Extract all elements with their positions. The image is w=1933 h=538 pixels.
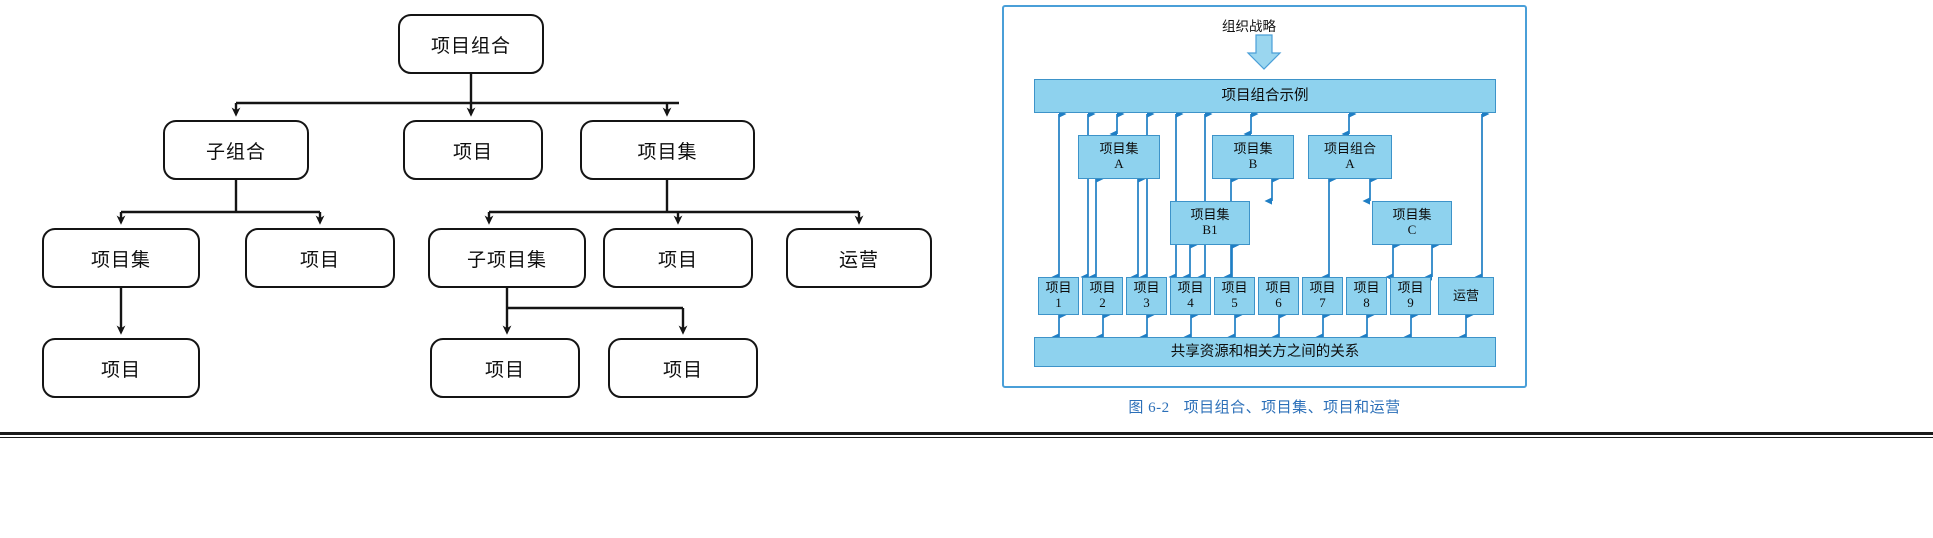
program-b-line2: B — [1248, 156, 1258, 171]
project-7-line2: 7 — [1319, 295, 1326, 310]
portfolio-a-line1: 项目组合 — [1323, 141, 1376, 157]
tree-node-label: 项目组合 — [430, 35, 511, 57]
program-a-box: 项目集 A — [1078, 135, 1160, 179]
tree-node-operations-l3: 运营 — [786, 228, 932, 288]
tree-node-label: 项目 — [662, 359, 703, 381]
project-2-line1: 项目 — [1089, 280, 1116, 296]
project-box-1: 项目 1 — [1038, 277, 1079, 315]
program-b-box: 项目集 B — [1212, 135, 1294, 179]
tree-node-subprogram-l3: 子项目集 — [428, 228, 586, 288]
project-3-line1: 项目 — [1133, 280, 1160, 296]
figure-number: 图 6-2 — [1128, 400, 1170, 416]
program-c-box: 项目集 C — [1372, 201, 1452, 245]
project-1-line2: 1 — [1055, 295, 1062, 310]
shared-resources-box: 共享资源和相关方之间的关系 — [1034, 337, 1496, 367]
project-1-line1: 项目 — [1045, 280, 1072, 296]
tree-node-program-l3: 项目集 — [42, 228, 200, 288]
tree-node-label: 项目 — [484, 359, 525, 381]
tree-node-project-l4b: 项目 — [430, 338, 580, 398]
tree-node-label: 项目 — [100, 359, 141, 381]
tree-node-label: 项目集 — [90, 249, 151, 271]
project-9-line1: 项目 — [1397, 280, 1424, 296]
tree-node-project-l4c: 项目 — [608, 338, 758, 398]
project-box-5: 项目 5 — [1214, 277, 1255, 315]
strategy-label: 组织战略 — [1222, 19, 1276, 34]
program-c-line1: 项目集 — [1392, 207, 1432, 223]
tree-node-project-l3b: 项目 — [603, 228, 753, 288]
project-8-line2: 8 — [1363, 295, 1370, 310]
project-box-7: 项目 7 — [1302, 277, 1343, 315]
project-3-line2: 3 — [1143, 295, 1150, 310]
portfolio-example-box: 项目组合示例 — [1034, 79, 1496, 113]
figure-title: 项目组合、项目集、项目和运营 — [1183, 400, 1401, 416]
program-b1-line2: B1 — [1202, 222, 1218, 237]
portfolio-a-line2: A — [1345, 156, 1355, 171]
tree-node-label: 项目 — [299, 249, 340, 271]
tree-node-label: 项目 — [452, 141, 493, 163]
project-box-8: 项目 8 — [1346, 277, 1387, 315]
project-6-line1: 项目 — [1265, 280, 1292, 296]
project-4-line1: 项目 — [1177, 280, 1204, 296]
project-box-4: 项目 4 — [1170, 277, 1211, 315]
project-4-line2: 4 — [1187, 295, 1194, 310]
tree-node-program-l2: 项目集 — [580, 120, 755, 180]
program-a-line1: 项目集 — [1099, 141, 1139, 157]
page-divider-rule-thin — [0, 437, 1933, 438]
project-7-line1: 项目 — [1309, 280, 1336, 296]
operations-label: 运营 — [1452, 287, 1479, 303]
project-6-line2: 6 — [1275, 295, 1282, 310]
strategy-arrow — [1246, 34, 1282, 70]
project-5-line2: 5 — [1231, 295, 1238, 310]
tree-node-label: 项目集 — [637, 141, 698, 163]
program-b1-box: 项目集 B1 — [1170, 201, 1250, 245]
program-b-line1: 项目集 — [1233, 141, 1273, 157]
panel-connector-arrows — [1051, 34, 1490, 341]
program-a-line2: A — [1114, 156, 1124, 171]
tree-node-label: 子组合 — [205, 141, 266, 163]
portfolio-a-box: 项目组合 A — [1308, 135, 1392, 179]
project-9-line2: 9 — [1407, 295, 1414, 310]
project-8-line1: 项目 — [1353, 280, 1380, 296]
tree-node-label: 运营 — [838, 249, 879, 271]
project-box-9: 项目 9 — [1390, 277, 1431, 315]
project-box-2: 项目 2 — [1082, 277, 1123, 315]
portfolio-example-panel: 组织战略 项目组合示例 项目集 A 项目集 B 项目组合 A 项目集 B1 项目… — [1002, 5, 1527, 388]
tree-connector-lines — [116, 74, 864, 335]
portfolio-hierarchy-diagram: 项目组合 子组合 项目 项目集 项目集 项目 子项目集 项目 运营 项目 项目 … — [0, 0, 990, 430]
operations-box: 运营 — [1438, 277, 1494, 315]
project-5-line1: 项目 — [1221, 280, 1248, 296]
project-2-line2: 2 — [1099, 295, 1106, 310]
tree-node-label: 子项目集 — [466, 249, 547, 271]
portfolio-example-label: 项目组合示例 — [1221, 87, 1309, 104]
figure-caption: 图 6-2 项目组合、项目集、项目和运营 — [1002, 396, 1527, 417]
program-b1-line1: 项目集 — [1190, 207, 1230, 223]
tree-node-project-l2: 项目 — [403, 120, 543, 180]
tree-node-label: 项目 — [657, 249, 698, 271]
project-box-3: 项目 3 — [1126, 277, 1167, 315]
tree-node-project-l4a: 项目 — [42, 338, 200, 398]
tree-node-root: 项目组合 — [398, 14, 544, 74]
project-box-6: 项目 6 — [1258, 277, 1299, 315]
program-c-line2: C — [1407, 222, 1417, 237]
tree-node-project-l3a: 项目 — [245, 228, 395, 288]
page-divider-rule — [0, 432, 1933, 435]
shared-resources-label: 共享资源和相关方之间的关系 — [1170, 343, 1360, 360]
tree-node-subportfolio: 子组合 — [163, 120, 309, 180]
